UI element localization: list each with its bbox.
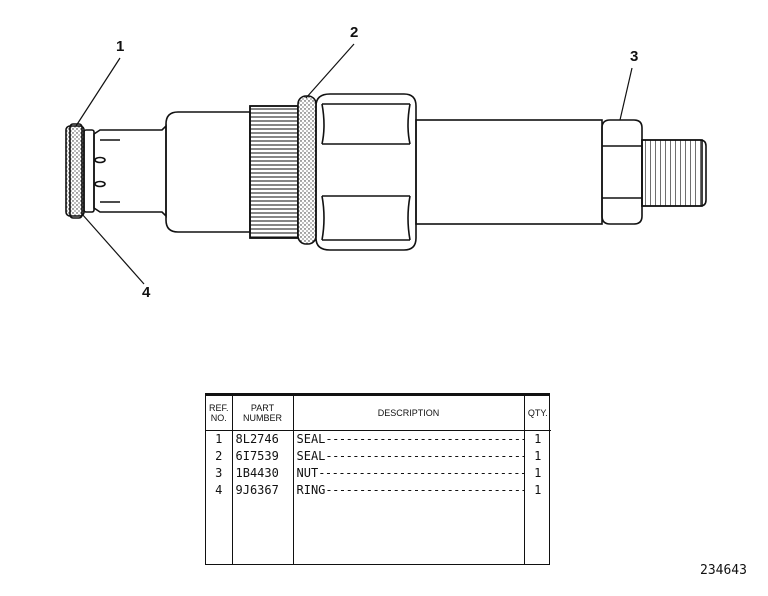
description-cell: NUT--------------------------------- bbox=[293, 465, 525, 482]
callout-2: 2 bbox=[350, 24, 359, 41]
ref-cell: 1 bbox=[206, 430, 233, 448]
leader-4 bbox=[81, 213, 145, 285]
header-ref-no: REF. NO. bbox=[206, 396, 233, 431]
callout-4: 4 bbox=[142, 284, 151, 301]
qty-cell: 1 bbox=[534, 466, 542, 480]
qty-cell: 1 bbox=[534, 449, 542, 463]
housing bbox=[165, 111, 251, 233]
leader-3 bbox=[619, 67, 633, 121]
part-number-cell: 6I7539 bbox=[232, 448, 294, 465]
ref-cell: 4 bbox=[206, 482, 233, 499]
body-hex bbox=[315, 93, 417, 251]
part-number-cell: 1B4430 bbox=[232, 465, 294, 482]
part-number-cell: 8L2746 bbox=[232, 430, 294, 448]
table-empty-space bbox=[206, 499, 551, 564]
ref-cell: 2 bbox=[206, 448, 233, 465]
part-number-cell: 9J6367 bbox=[232, 482, 294, 499]
leader-2 bbox=[305, 43, 355, 99]
table-row: 3 1B4430 NUT----------------------------… bbox=[206, 465, 551, 482]
leader-1 bbox=[75, 57, 121, 127]
parts-illustration bbox=[65, 43, 707, 285]
description-cell: SEAL-------------------------------- bbox=[293, 448, 525, 465]
header-description: DESCRIPTION bbox=[293, 396, 525, 431]
fitting-threads bbox=[641, 139, 703, 207]
qty-cell: 1 bbox=[534, 432, 542, 446]
parts-list-table: REF. NO. PART NUMBER DESCRIPTION QTY. 1 … bbox=[205, 393, 551, 565]
header-qty: QTY. bbox=[524, 396, 551, 431]
description-cell: SEAL-------------------------------- bbox=[293, 430, 525, 448]
description-cell: RING-------------------------------- bbox=[293, 482, 525, 499]
stem bbox=[415, 119, 603, 225]
body-threads bbox=[249, 105, 299, 239]
callout-3: 3 bbox=[630, 48, 639, 65]
qty-cell: 1 bbox=[534, 483, 542, 497]
ref-cell: 3 bbox=[206, 465, 233, 482]
table-row: 2 6I7539 SEAL---------------------------… bbox=[206, 448, 551, 465]
callout-1: 1 bbox=[116, 38, 125, 55]
table-row: 1 8L2746 SEAL---------------------------… bbox=[206, 430, 551, 448]
header-part-number: PART NUMBER bbox=[232, 396, 294, 431]
drawing-number: 234643 bbox=[700, 563, 747, 578]
table-row: 4 9J6367 RING---------------------------… bbox=[206, 482, 551, 499]
seal-2 bbox=[297, 95, 317, 245]
nut-3 bbox=[601, 119, 643, 225]
